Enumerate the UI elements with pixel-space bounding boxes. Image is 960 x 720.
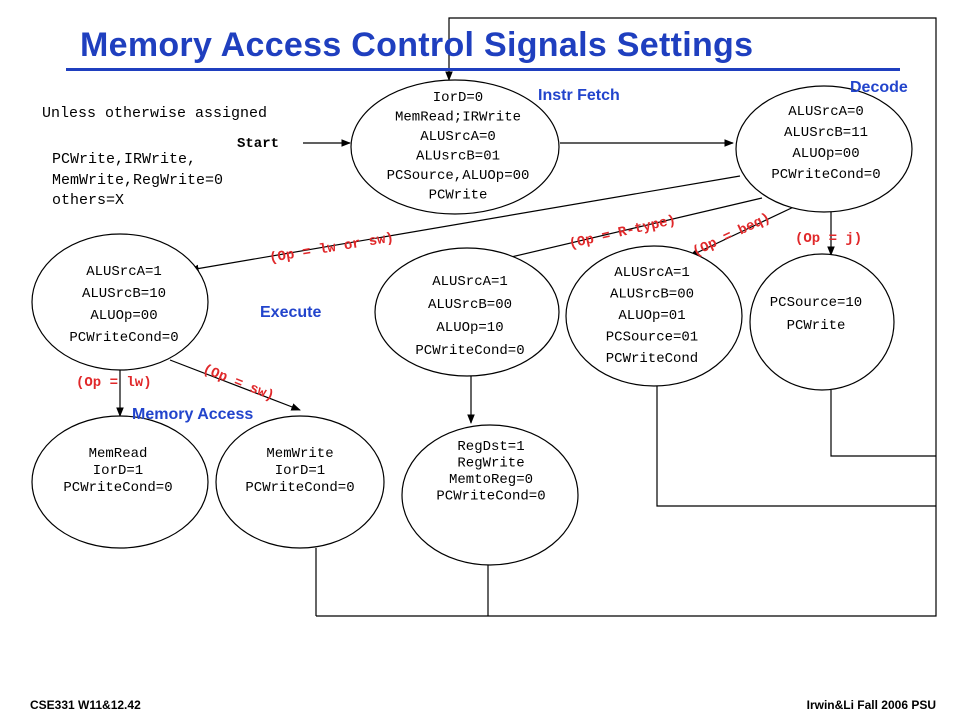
state-line: ALUSrcA=1	[432, 274, 508, 290]
state-rtype-exec	[374, 247, 560, 377]
beq-return-line	[656, 386, 936, 507]
state-line: PCWriteCond=0	[771, 167, 880, 183]
state-line: ALUSrcB=00	[428, 297, 512, 313]
page-title: Memory Access Control Signals Settings	[80, 26, 754, 64]
state-mem-read	[31, 415, 209, 549]
state-line: ALUSrcA=1	[614, 265, 690, 281]
state-line: PCWriteCond=0	[245, 480, 354, 496]
stage-instr-fetch: Instr Fetch	[538, 87, 620, 104]
decode-to-beq-arrow	[689, 203, 801, 257]
cond-lw: (Op = lw)	[76, 375, 152, 391]
state-ellipses	[31, 79, 913, 566]
state-line: IorD=1	[93, 463, 143, 479]
note-defaults: PCWrite,IRWrite, MemWrite,RegWrite=0 other…	[52, 151, 223, 209]
state-line: ALUOp=10	[436, 320, 503, 336]
start-label: Start	[237, 136, 279, 152]
state-line: ALUOp=01	[618, 308, 685, 324]
state-line: PCWrite	[429, 188, 488, 204]
decode-to-rtype-arrow	[489, 197, 763, 264]
state-fetch	[350, 79, 560, 215]
state-line: PCWriteCond=0	[415, 343, 524, 359]
state-line: ALUSrcA=0	[788, 104, 864, 120]
stage-memory-access: Memory Access	[132, 406, 253, 423]
state-jump	[749, 253, 895, 391]
memaddr-to-memwrite-arrow	[169, 359, 301, 411]
state-beq	[565, 245, 743, 387]
state-line: PCSource,ALUOp=00	[387, 168, 530, 184]
state-line: ALUSrcB=00	[610, 287, 694, 303]
state-line: RegDst=1	[457, 439, 524, 455]
footer-left: CSE331 W11&12.42	[30, 698, 141, 712]
state-mem-addr	[31, 233, 209, 371]
state-line: PCWriteCond	[606, 351, 698, 367]
state-line: PCSource=01	[606, 330, 698, 346]
note-unless: Unless otherwise assigned	[42, 105, 267, 122]
state-line: MemRead	[89, 446, 148, 462]
state-line: ALUSrcA=0	[420, 129, 496, 145]
state-decode	[735, 85, 913, 213]
state-line: ALUOp=00	[792, 146, 859, 162]
title-underline	[66, 68, 900, 71]
state-line: ALUSrcB=10	[82, 286, 166, 302]
jump-return-line	[830, 390, 936, 457]
footer-right: Irwin&Li Fall 2006 PSU	[806, 698, 936, 712]
cond-sw: (Op = sw)	[200, 362, 276, 405]
cond-lw-or-sw: (Op = lw or sw)	[268, 230, 395, 267]
stage-execute: Execute	[260, 304, 321, 321]
transition-lines	[116, 17, 937, 617]
state-line: ALUSrcB=11	[784, 125, 868, 141]
state-line: MemWrite	[266, 446, 333, 462]
note-line: PCWrite,IRWrite,	[52, 151, 196, 168]
note-line: MemWrite,RegWrite=0	[52, 172, 223, 189]
state-line: ALUsrcB=01	[416, 149, 500, 165]
return-loop-line	[316, 17, 937, 617]
state-line: MemtoReg=0	[449, 472, 533, 488]
decode-to-memaddr-arrow	[189, 175, 741, 273]
note-line: others=X	[52, 192, 124, 209]
state-line: PCWriteCond=0	[436, 489, 545, 505]
cond-j: (Op = j)	[795, 231, 862, 247]
state-line: ALUOp=00	[90, 308, 157, 324]
state-line: PCWriteCond=0	[63, 480, 172, 496]
state-line: PCWriteCond=0	[69, 330, 178, 346]
state-rtype-writeback	[401, 424, 579, 566]
state-line: ALUSrcA=1	[86, 264, 162, 280]
state-line: RegWrite	[457, 456, 524, 472]
state-line: PCWrite	[787, 318, 846, 334]
state-line: PCSource=10	[770, 295, 862, 311]
state-line: IorD=0	[433, 90, 483, 106]
state-mem-write	[215, 415, 385, 549]
cond-beq: (Op = beq)	[690, 211, 773, 261]
state-line: IorD=1	[275, 463, 325, 479]
stage-decode: Decode	[850, 79, 908, 96]
state-line: MemRead;IRWrite	[395, 110, 521, 126]
